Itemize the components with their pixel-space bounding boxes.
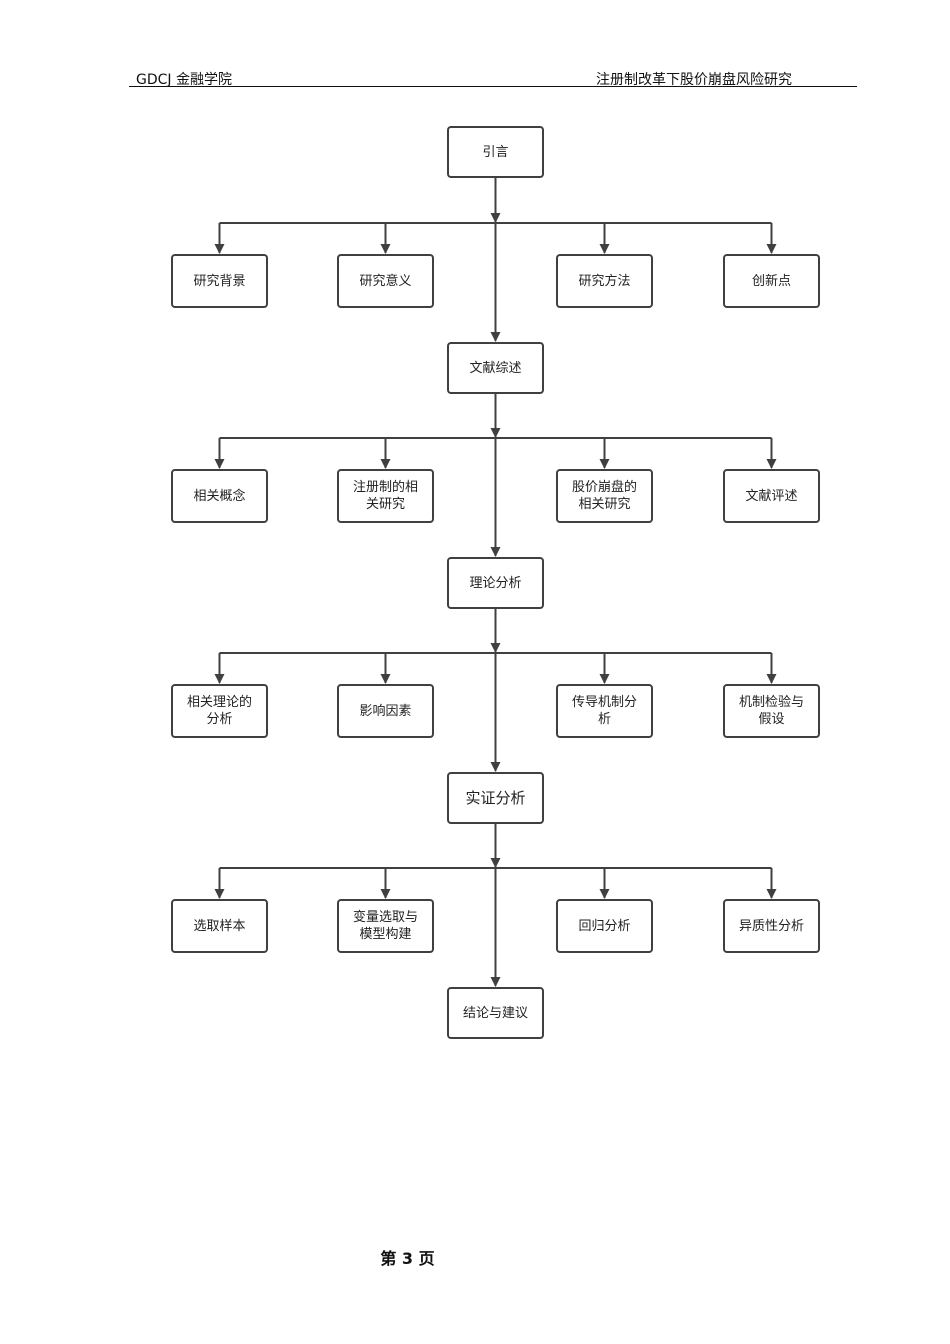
flow-node-emp: 实证分析 xyxy=(447,772,544,824)
flow-node-label: 选取样本 xyxy=(193,918,246,934)
flow-node-hypo: 机制检验与 假设 xyxy=(723,684,820,738)
flow-node-var: 变量选取与 模型构建 xyxy=(337,899,434,953)
flow-node-crash: 股价崩盘的 相关研究 xyxy=(556,469,653,523)
flow-node-theoana: 相关理论的 分析 xyxy=(171,684,268,738)
flow-node-label: 研究背景 xyxy=(193,273,246,289)
flow-node-label: 创新点 xyxy=(751,273,791,289)
flow-node-sig: 研究意义 xyxy=(337,254,434,308)
flow-node-label: 相关概念 xyxy=(193,488,246,504)
flow-node-lit: 文献综述 xyxy=(447,342,544,394)
flow-node-label: 影响因素 xyxy=(359,703,412,719)
flow-node-label: 机制检验与 假设 xyxy=(738,695,804,727)
header-left: GDCJ 金融学院 xyxy=(136,72,232,88)
flow-node-mech: 传导机制分 析 xyxy=(556,684,653,738)
flow-node-label: 结论与建议 xyxy=(462,1005,528,1021)
flow-node-factor: 影响因素 xyxy=(337,684,434,738)
flow-node-label: 引言 xyxy=(482,144,509,160)
flow-node-label: 注册制的相 关研究 xyxy=(352,480,418,512)
page-number: 第 3 页 xyxy=(380,1249,435,1268)
flow-node-label: 文献综述 xyxy=(469,360,522,376)
flow-node-intro: 引言 xyxy=(447,126,544,178)
flow-node-label: 回归分析 xyxy=(578,918,631,934)
flow-node-concl: 结论与建议 xyxy=(447,987,544,1039)
flow-node-review: 文献评述 xyxy=(723,469,820,523)
flow-node-reg: 注册制的相 关研究 xyxy=(337,469,434,523)
flow-node-label: 理论分析 xyxy=(469,575,522,591)
flow-node-label: 实证分析 xyxy=(465,788,526,807)
flow-node-sample: 选取样本 xyxy=(171,899,268,953)
flow-node-method: 研究方法 xyxy=(556,254,653,308)
flow-node-label: 异质性分析 xyxy=(738,918,804,934)
flow-node-bg: 研究背景 xyxy=(171,254,268,308)
flow-node-concept: 相关概念 xyxy=(171,469,268,523)
flow-node-label: 传导机制分 析 xyxy=(571,695,637,727)
flow-node-label: 文献评述 xyxy=(745,488,798,504)
flow-node-label: 研究方法 xyxy=(578,273,631,289)
flow-node-label: 变量选取与 模型构建 xyxy=(352,910,418,942)
flow-node-label: 股价崩盘的 相关研究 xyxy=(571,480,637,512)
flow-node-innov: 创新点 xyxy=(723,254,820,308)
header-rule xyxy=(129,86,857,87)
flow-node-label: 相关理论的 分析 xyxy=(186,695,252,727)
header-right: 注册制改革下股价崩盘风险研究 xyxy=(596,72,792,88)
flow-node-het: 异质性分析 xyxy=(723,899,820,953)
flow-node-theory: 理论分析 xyxy=(447,557,544,609)
flow-node-label: 研究意义 xyxy=(359,273,412,289)
flow-node-reg2: 回归分析 xyxy=(556,899,653,953)
